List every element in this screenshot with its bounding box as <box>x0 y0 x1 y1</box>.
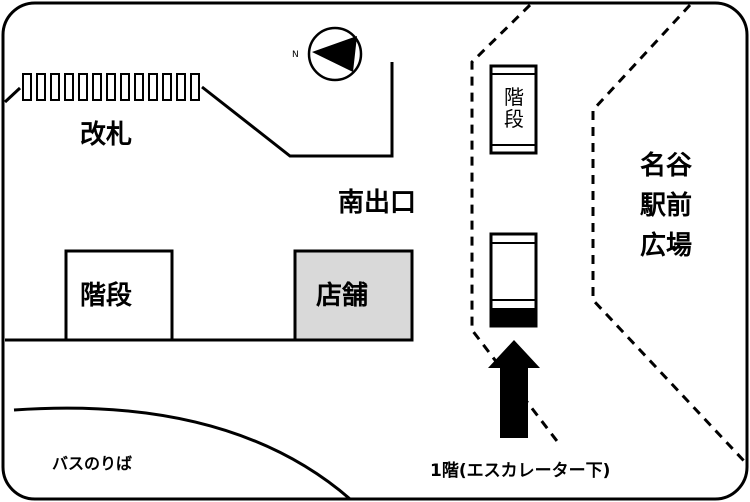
north-marker-label: N <box>292 50 299 60</box>
south-exit-label: 南出口 <box>338 188 417 218</box>
escalator-note-label: 1階(エスカレーター下) <box>430 461 611 481</box>
concourse-wall <box>201 62 394 158</box>
stairs-label-left: 階段 <box>80 281 133 311</box>
direction-arrow <box>488 340 540 438</box>
stairs-block-vertical <box>489 64 538 155</box>
plaza-label: 名谷駅前広場 <box>640 151 693 261</box>
shop-block <box>293 249 414 342</box>
gate-wall-left <box>3 86 22 104</box>
bus-stop-label: バスのりば <box>52 454 133 473</box>
ticket-gate-row <box>22 73 200 101</box>
stairs-block-left <box>64 249 174 342</box>
walkway-right-dashed <box>591 3 747 464</box>
ticket-gate-label: 改札 <box>80 120 133 150</box>
stairs-label-vertical: 階段 <box>504 85 524 131</box>
shop-label: 店舗 <box>316 281 369 311</box>
bus-stop-curve <box>13 406 351 501</box>
escalator-block <box>489 232 538 328</box>
north-compass: N <box>292 26 363 82</box>
